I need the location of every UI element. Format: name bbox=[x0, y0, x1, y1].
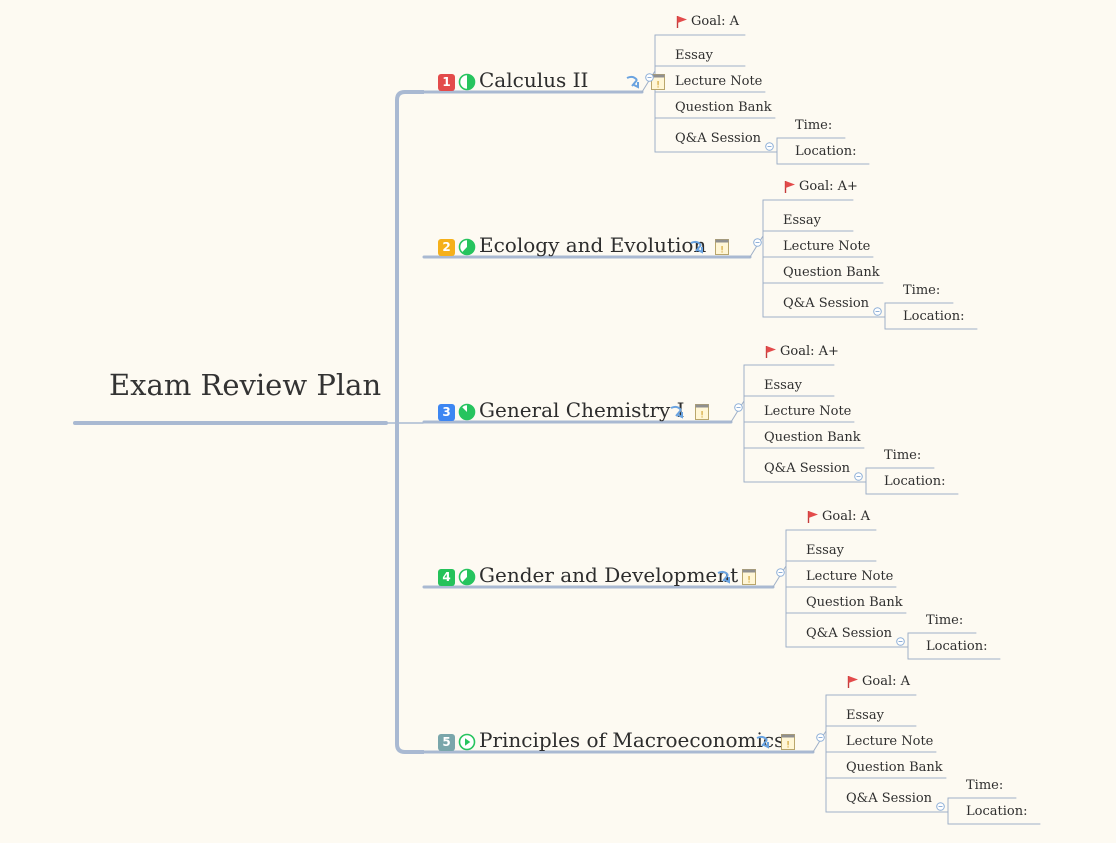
topic-title[interactable]: Ecology and Evolution bbox=[479, 233, 707, 257]
svg-text:!: ! bbox=[786, 741, 790, 751]
subtopic-question-bank[interactable]: Question Bank bbox=[675, 100, 772, 115]
hyperlink-arrow-icon[interactable] bbox=[688, 238, 706, 256]
red-flag-icon bbox=[765, 346, 776, 358]
trunk-connector bbox=[395, 90, 424, 754]
subtopic-question-bank[interactable]: Question Bank bbox=[764, 430, 861, 445]
subtopic-qa-session[interactable]: Q&A Session bbox=[783, 296, 870, 311]
collapse-circle-icon[interactable] bbox=[936, 796, 945, 811]
hyperlink-arrow-icon[interactable] bbox=[668, 403, 686, 421]
task-progress-icon bbox=[458, 568, 476, 586]
topic-title[interactable]: Principles of Macroeconomics bbox=[479, 728, 785, 752]
goal-label: Goal: A+ bbox=[780, 344, 839, 359]
qa-location[interactable]: Location: bbox=[903, 309, 965, 324]
svg-text:!: ! bbox=[700, 411, 704, 421]
note-icon[interactable]: ! bbox=[741, 568, 759, 586]
collapse-circle-icon[interactable] bbox=[854, 466, 863, 481]
central-topic[interactable]: Exam Review Plan bbox=[109, 368, 382, 402]
topic-title[interactable]: Calculus II bbox=[479, 68, 589, 92]
subtopic-qa-session[interactable]: Q&A Session bbox=[846, 791, 933, 806]
collapse-circle-icon[interactable] bbox=[765, 136, 774, 151]
subtopic-qa-session[interactable]: Q&A Session bbox=[764, 461, 851, 476]
collapse-circle-icon[interactable] bbox=[645, 67, 654, 82]
qa-time[interactable]: Time: bbox=[795, 118, 833, 133]
hyperlink-arrow-icon[interactable] bbox=[715, 568, 733, 586]
note-icon[interactable]: ! bbox=[714, 238, 732, 256]
subtopic-essay[interactable]: Essay bbox=[846, 708, 884, 723]
collapse-circle-icon[interactable] bbox=[734, 397, 743, 412]
goal-label: Goal: A bbox=[822, 509, 871, 524]
subtopic-lecture-note[interactable]: Lecture Note bbox=[846, 734, 934, 749]
subtopic-lecture-note[interactable]: Lecture Note bbox=[783, 239, 871, 254]
subtopic-question-bank[interactable]: Question Bank bbox=[783, 265, 880, 280]
goal-label: Goal: A+ bbox=[799, 179, 858, 194]
subtopic-question-bank[interactable]: Question Bank bbox=[806, 595, 903, 610]
goal-label: Goal: A bbox=[862, 674, 911, 689]
subtopic-qa-session[interactable]: Q&A Session bbox=[675, 131, 762, 146]
hyperlink-arrow-icon[interactable] bbox=[754, 733, 772, 751]
topic-title[interactable]: General Chemistry I bbox=[479, 398, 685, 422]
priority-4-icon: 4 bbox=[438, 569, 455, 586]
qa-time[interactable]: Time: bbox=[903, 283, 941, 298]
subtopic-lecture-note[interactable]: Lecture Note bbox=[675, 74, 763, 89]
priority-3-icon: 3 bbox=[438, 404, 455, 421]
svg-text:!: ! bbox=[747, 576, 751, 586]
subtopic-essay[interactable]: Essay bbox=[675, 48, 713, 63]
subtopic-lecture-note[interactable]: Lecture Note bbox=[806, 569, 894, 584]
note-icon[interactable]: ! bbox=[650, 73, 668, 91]
svg-text:!: ! bbox=[656, 81, 660, 91]
qa-time[interactable]: Time: bbox=[966, 778, 1004, 793]
red-flag-icon bbox=[676, 16, 687, 28]
subtopic-essay[interactable]: Essay bbox=[783, 213, 821, 228]
task-progress-icon bbox=[458, 733, 476, 751]
svg-text:!: ! bbox=[720, 246, 724, 256]
collapse-circle-icon[interactable] bbox=[896, 631, 905, 646]
priority-2-icon: 2 bbox=[438, 239, 455, 256]
qa-location[interactable]: Location: bbox=[926, 639, 988, 654]
collapse-circle-icon[interactable] bbox=[816, 727, 825, 742]
subtopic-question-bank[interactable]: Question Bank bbox=[846, 760, 943, 775]
note-icon[interactable]: ! bbox=[780, 733, 798, 751]
hyperlink-arrow-icon[interactable] bbox=[624, 73, 642, 91]
priority-1-icon: 1 bbox=[438, 74, 455, 91]
collapse-circle-icon[interactable] bbox=[776, 562, 785, 577]
collapse-circle-icon[interactable] bbox=[873, 301, 882, 316]
qa-location[interactable]: Location: bbox=[966, 804, 1028, 819]
qa-time[interactable]: Time: bbox=[926, 613, 964, 628]
red-flag-icon bbox=[784, 181, 795, 193]
task-progress-icon bbox=[458, 403, 476, 421]
subtopic-lecture-note[interactable]: Lecture Note bbox=[764, 404, 852, 419]
subtopic-essay[interactable]: Essay bbox=[764, 378, 802, 393]
priority-5-icon: 5 bbox=[438, 734, 455, 751]
qa-time[interactable]: Time: bbox=[884, 448, 922, 463]
task-progress-icon bbox=[458, 73, 476, 91]
goal-label: Goal: A bbox=[691, 14, 740, 29]
subtopic-essay[interactable]: Essay bbox=[806, 543, 844, 558]
topic-title[interactable]: Gender and Development bbox=[479, 563, 739, 587]
red-flag-icon bbox=[807, 511, 818, 523]
red-flag-icon bbox=[847, 676, 858, 688]
subtopic-qa-session[interactable]: Q&A Session bbox=[806, 626, 893, 641]
note-icon[interactable]: ! bbox=[694, 403, 712, 421]
qa-location[interactable]: Location: bbox=[795, 144, 857, 159]
collapse-circle-icon[interactable] bbox=[753, 232, 762, 247]
qa-location[interactable]: Location: bbox=[884, 474, 946, 489]
task-progress-icon bbox=[458, 238, 476, 256]
